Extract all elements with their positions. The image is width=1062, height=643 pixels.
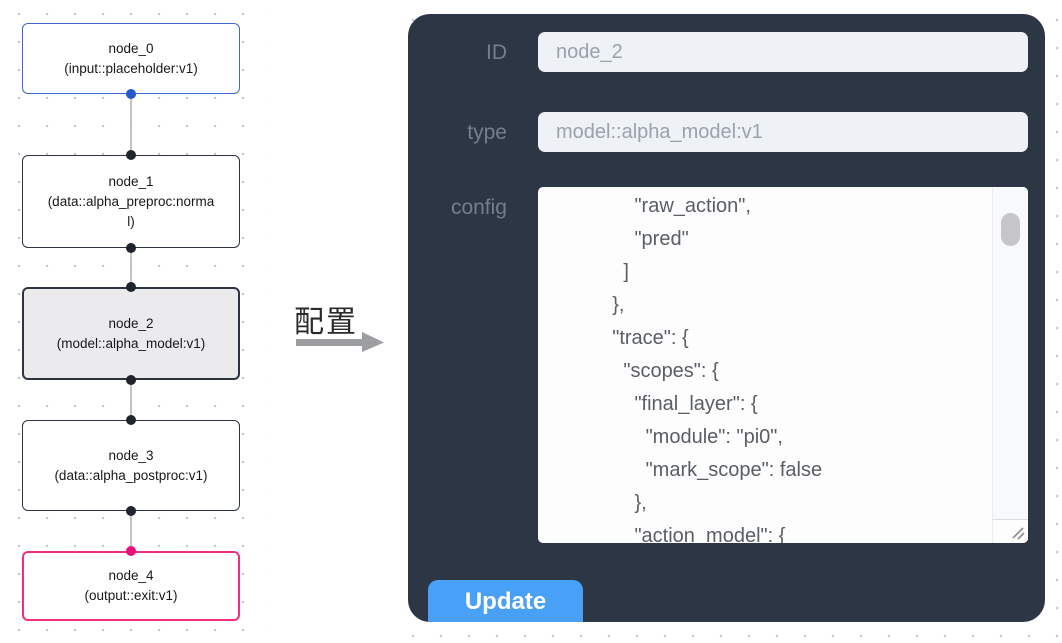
port-node2-out[interactable] bbox=[126, 375, 136, 385]
node-label: node_2 bbox=[108, 315, 154, 331]
node-config-panel: ID type config "raw_action", "pred" ] },… bbox=[408, 14, 1045, 622]
edge-node0-node1 bbox=[130, 94, 132, 155]
edge-node3-node4 bbox=[130, 511, 132, 551]
port-node4-in[interactable] bbox=[126, 546, 136, 556]
node-type-label: (input::placeholder:v1) bbox=[64, 60, 198, 76]
graph-node-node3[interactable]: node_3 (data::alpha_postproc:v1) bbox=[22, 420, 240, 511]
node-label: node_4 bbox=[108, 568, 154, 583]
id-input[interactable] bbox=[538, 32, 1028, 72]
config-json-text: "raw_action", "pred" ] }, "trace": { "sc… bbox=[612, 195, 823, 543]
id-field-label: ID bbox=[486, 41, 507, 64]
config-field-label: config bbox=[450, 196, 507, 219]
edge-node1-node2 bbox=[130, 248, 132, 287]
configure-label: 配置 bbox=[294, 306, 358, 339]
port-node0-out[interactable] bbox=[126, 89, 136, 99]
type-field-label: type bbox=[467, 121, 507, 144]
graph-node-node1[interactable]: node_1 (data::alpha_preproc:normal) bbox=[22, 155, 240, 248]
graph-node-node0[interactable]: node_0 (input::placeholder:v1) bbox=[22, 23, 240, 94]
textarea-resize-handle[interactable] bbox=[992, 519, 1028, 543]
node-type-label: (data::alpha_postproc:v1) bbox=[54, 467, 208, 483]
port-node3-out[interactable] bbox=[126, 506, 136, 516]
node-type-label: (model::alpha_model:v1) bbox=[56, 335, 206, 351]
edge-node2-node3 bbox=[130, 380, 132, 420]
node-label: node_0 bbox=[108, 40, 154, 56]
config-textarea[interactable]: "raw_action", "pred" ] }, "trace": { "sc… bbox=[538, 187, 1028, 543]
node-label: node_1 bbox=[108, 173, 154, 189]
right-arrow-icon bbox=[294, 331, 386, 358]
graph-node-node4[interactable]: node_4 (output::exit:v1) bbox=[22, 551, 240, 621]
update-button[interactable]: Update bbox=[428, 580, 583, 622]
graph-canvas: node_0 (input::placeholder:v1) node_1 (d… bbox=[0, 0, 270, 643]
port-node1-out[interactable] bbox=[126, 243, 136, 253]
config-scrollbar-thumb[interactable] bbox=[1001, 213, 1020, 246]
graph-node-node2-selected[interactable]: node_2 (model::alpha_model:v1) bbox=[22, 287, 240, 380]
config-scrollbar-track[interactable] bbox=[992, 187, 1028, 543]
node-label: node_3 bbox=[108, 447, 154, 463]
node-type-label: (data::alpha_preproc:normal) bbox=[47, 193, 215, 229]
node-type-label: (output::exit:v1) bbox=[84, 588, 178, 603]
port-node2-in[interactable] bbox=[126, 282, 136, 292]
port-node3-in[interactable] bbox=[126, 415, 136, 425]
port-node1-in[interactable] bbox=[126, 150, 136, 160]
type-input[interactable] bbox=[538, 112, 1028, 152]
